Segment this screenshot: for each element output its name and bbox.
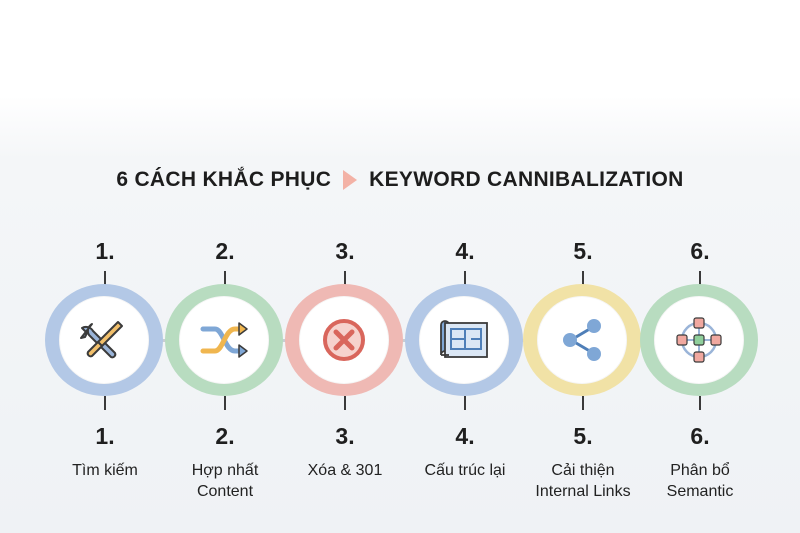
step-number-top: 6. [690, 238, 710, 264]
step-tick [464, 396, 466, 410]
step-ring [45, 284, 163, 396]
step-label-line1: Cấu trúc lại [424, 462, 506, 479]
step-icon-holder [654, 296, 744, 384]
step-label-line1: Cải thiện [551, 462, 615, 479]
step-icon-holder [59, 296, 149, 384]
step-label: Cấu trúc lại [395, 460, 535, 481]
step-tick [699, 396, 701, 410]
diagram-title: 6 CÁCH KHẮC PHỤC KEYWORD CANNIBALIZATION [0, 168, 800, 192]
step-tick [464, 271, 466, 285]
title-part1: 6 CÁCH KHẮC PHỤC [116, 168, 332, 191]
step-label-line2: Semantic [666, 483, 734, 500]
step-tick [344, 271, 346, 285]
step-tick [104, 396, 106, 410]
share-nodes-icon [563, 319, 601, 361]
step-number-top: 1. [95, 238, 115, 264]
step-label-line2: Internal Links [535, 483, 631, 500]
step-tick [344, 396, 346, 410]
network-nodes-icon [676, 317, 722, 363]
step-label: Xóa & 301 [275, 460, 415, 481]
step-tick [699, 271, 701, 285]
step-ring [640, 284, 758, 396]
merge-arrows-icon [200, 322, 248, 358]
step-tick [104, 271, 106, 285]
step-number-top: 4. [455, 238, 475, 264]
blueprint-icon [440, 320, 488, 358]
step-ring [523, 284, 641, 396]
step-2: 2. 2. Hợp nhất Content [165, 0, 285, 533]
step-ring [405, 284, 523, 396]
step-number-bottom: 1. [95, 423, 115, 449]
step-label: Tìm kiếm [35, 460, 175, 481]
step-label: Cải thiện Internal Links [513, 460, 653, 502]
step-number-bottom: 6. [690, 423, 710, 449]
step-number-bottom: 3. [335, 423, 355, 449]
step-label-line1: Hợp nhất [191, 462, 259, 479]
delete-x-icon [323, 319, 365, 361]
step-number-top: 5. [573, 238, 593, 264]
step-1: 1. 1. Tìm kiếm [45, 0, 165, 533]
title-arrow-icon [343, 170, 358, 190]
step-tick [224, 396, 226, 410]
step-icon-holder [419, 296, 509, 384]
step-label-line1: Tìm kiếm [72, 462, 138, 479]
step-tick [224, 271, 226, 285]
step-tick [582, 271, 584, 285]
step-label: Phân bổ Semantic [630, 460, 770, 502]
step-tick [582, 396, 584, 410]
step-icon-holder [179, 296, 269, 384]
step-number-bottom: 2. [215, 423, 235, 449]
step-label-line1: Xóa & 301 [307, 462, 383, 479]
step-number-top: 2. [215, 238, 235, 264]
step-5: 5. 5. Cải thiện Internal Links [523, 0, 643, 533]
step-number-bottom: 5. [573, 423, 593, 449]
step-4: 4. 4. Cấu trúc lại [405, 0, 525, 533]
step-icon-holder [537, 296, 627, 384]
step-label-line1: Phân bổ [670, 462, 730, 479]
title-part2: KEYWORD CANNIBALIZATION [369, 168, 684, 191]
step-6: 6. 6. Phân bổ Semantic [640, 0, 760, 533]
step-label-line2: Content [196, 483, 254, 500]
step-3: 3. 3. Xóa & 301 [285, 0, 405, 533]
step-label: Hợp nhất Content [155, 460, 295, 502]
step-ring [165, 284, 283, 396]
tools-icon [80, 321, 123, 359]
step-icon-holder [299, 296, 389, 384]
step-ring [285, 284, 403, 396]
step-number-top: 3. [335, 238, 355, 264]
step-number-bottom: 4. [455, 423, 475, 449]
